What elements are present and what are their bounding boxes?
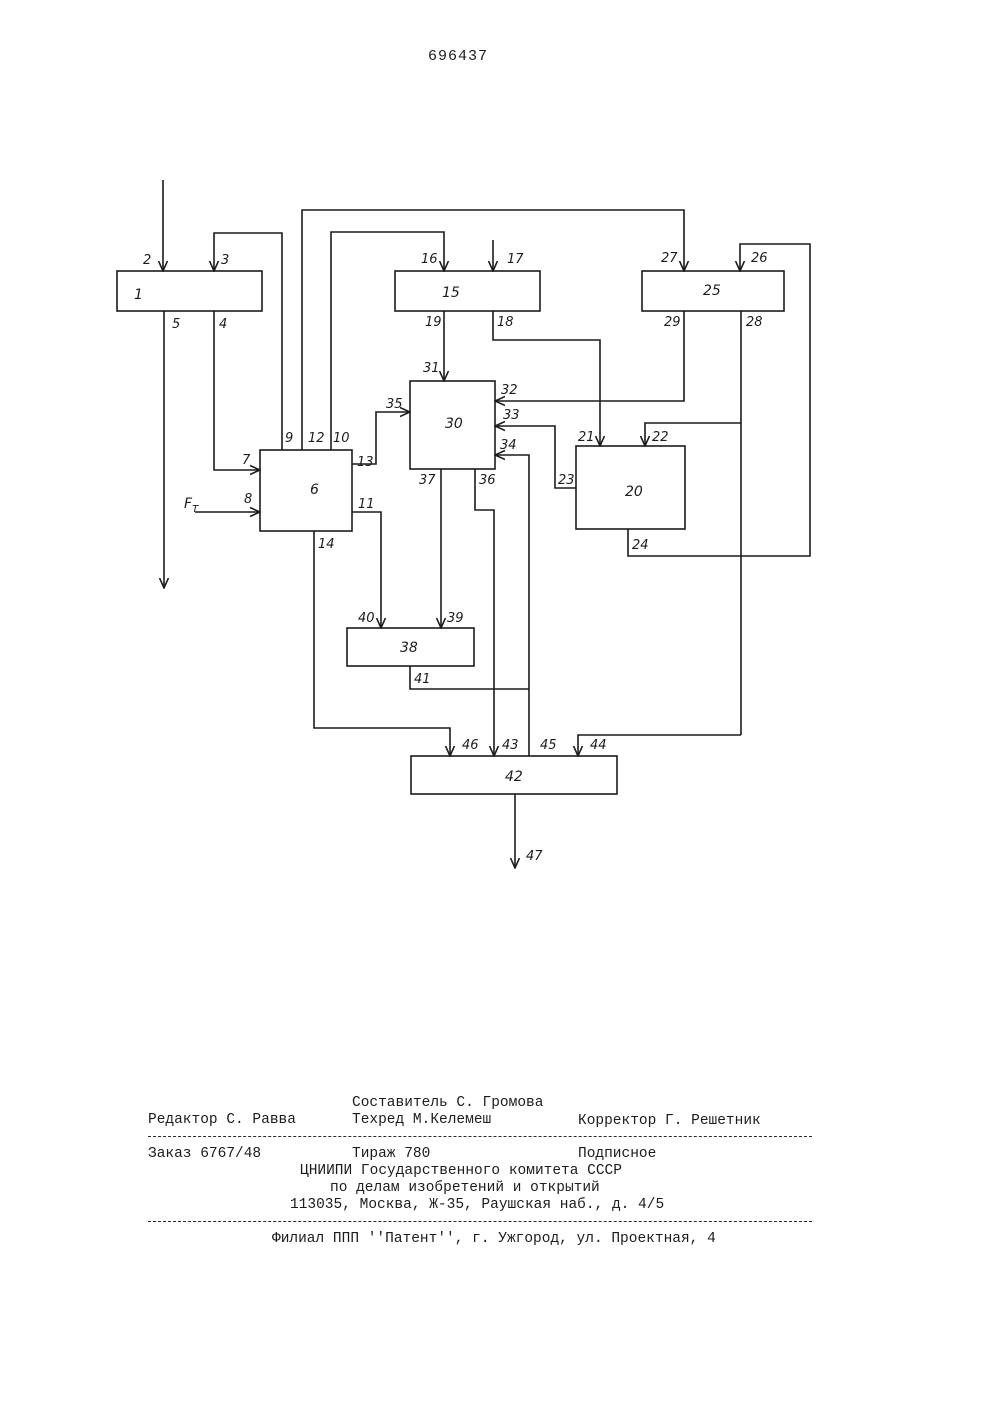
- block-label-6: 6: [310, 482, 319, 498]
- wire-29-32: [495, 311, 684, 401]
- org-line-1: ЦНИИПИ Государственного комитета СССР: [300, 1163, 622, 1179]
- editor: Редактор С. Равва: [148, 1112, 296, 1128]
- terminal-11: 11: [358, 497, 375, 512]
- terminal-28: 28: [746, 315, 763, 330]
- block-15: [395, 271, 540, 311]
- terminal-40: 40: [358, 611, 375, 626]
- terminal-34: 34: [500, 438, 517, 453]
- terminal-9: 9: [285, 431, 293, 446]
- terminal-36: 36: [479, 473, 496, 488]
- compiler: Составитель С. Громова: [352, 1095, 543, 1111]
- terminal-13: 13: [357, 455, 374, 470]
- terminal-7: 7: [242, 453, 251, 468]
- wire-4-7: [214, 311, 260, 470]
- input-label-ft: FT: [184, 496, 199, 515]
- terminal-23: 23: [558, 473, 575, 488]
- block-label-20: 20: [625, 484, 643, 500]
- terminal-17: 17: [507, 252, 524, 267]
- terminal-2: 2: [143, 253, 151, 268]
- terminal-37: 37: [419, 473, 436, 488]
- block-label-30: 30: [445, 416, 463, 432]
- corrector: Корректор Г. Решетник: [578, 1113, 761, 1129]
- terminal-45: 45: [540, 738, 557, 753]
- terminal-14: 14: [318, 537, 335, 552]
- wire-36-43: [475, 469, 494, 756]
- terminal-8: 8: [244, 492, 252, 507]
- terminal-27: 27: [661, 251, 678, 266]
- terminal-26: 26: [751, 251, 768, 266]
- terminal-46: 46: [462, 738, 479, 753]
- terminal-32: 32: [501, 383, 518, 398]
- terminal-29: 29: [664, 315, 681, 330]
- org-line-2: по делам изобретений и открытий: [330, 1180, 600, 1196]
- terminal-43: 43: [502, 738, 519, 753]
- divider-bottom: [148, 1221, 812, 1222]
- address: 113035, Москва, Ж-35, Раушская наб., д. …: [290, 1197, 664, 1213]
- subscription: Подписное: [578, 1146, 656, 1162]
- order: Заказ 6767/48: [148, 1146, 261, 1162]
- terminal-3: 3: [221, 253, 229, 268]
- terminal-18: 18: [497, 315, 514, 330]
- circulation: Тираж 780: [352, 1146, 430, 1162]
- input-label-t: T: [192, 504, 199, 515]
- terminal-4: 4: [219, 317, 227, 332]
- terminal-31: 31: [423, 361, 440, 376]
- terminal-5: 5: [172, 317, 180, 332]
- block-label-42: 42: [505, 769, 523, 785]
- wire-34-45: [495, 455, 529, 756]
- terminal-33: 33: [503, 408, 520, 423]
- block-label-25: 25: [703, 283, 721, 299]
- terminal-35: 35: [386, 397, 403, 412]
- terminal-24: 24: [632, 538, 649, 553]
- block-label-1: 1: [134, 287, 143, 303]
- block-label-15: 15: [442, 285, 460, 301]
- block-label-38: 38: [400, 640, 418, 656]
- terminal-47: 47: [526, 849, 543, 864]
- terminal-41: 41: [414, 672, 431, 687]
- branch: Филиал ППП ''Патент'', г. Ужгород, ул. П…: [272, 1231, 716, 1247]
- terminal-44: 44: [590, 738, 607, 753]
- terminal-39: 39: [447, 611, 464, 626]
- divider-top: [148, 1136, 812, 1137]
- terminal-19: 19: [425, 315, 442, 330]
- terminal-12: 12: [308, 431, 325, 446]
- terminal-10: 10: [333, 431, 350, 446]
- block-diagram: 1 6 15 20 25 30 38 42 2 3 4 5 7 8 9 10 1…: [0, 0, 1000, 1000]
- techred: Техред М.Келемеш: [352, 1112, 491, 1128]
- terminal-16: 16: [421, 252, 438, 267]
- terminal-21: 21: [578, 430, 595, 445]
- block-6: [260, 450, 352, 531]
- terminal-22: 22: [652, 430, 669, 445]
